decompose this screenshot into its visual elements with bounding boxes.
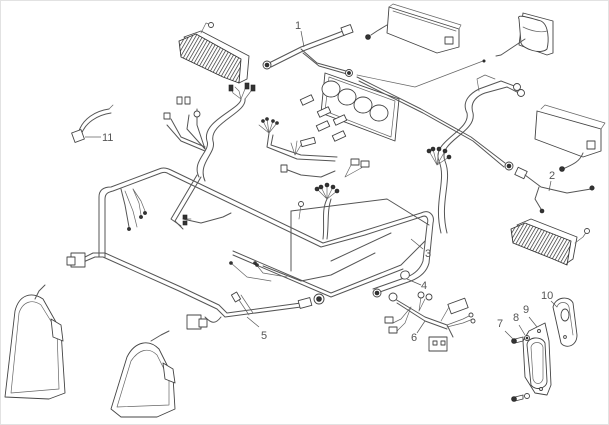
callout-5: 5 [246, 316, 267, 342]
light-bar-top-center [365, 3, 462, 54]
headlamp-top-right [495, 12, 554, 57]
callout-7: 7 [497, 318, 514, 340]
panel-left-harness [258, 117, 370, 178]
instrument-switch-panel [299, 72, 400, 142]
svg-text:10: 10 [541, 290, 553, 302]
svg-text:6: 6 [411, 332, 417, 344]
right-vertical-harness [437, 74, 525, 234]
svg-text:9: 9 [523, 304, 529, 316]
tail-lamp-left [4, 284, 66, 400]
central-connector-cluster [298, 182, 340, 240]
harness-11 [71, 104, 114, 143]
left-lower-harness [66, 252, 325, 330]
svg-text:1: 1 [295, 20, 301, 32]
callout-3: 3 [410, 238, 431, 260]
callout-8: 8 [513, 312, 526, 336]
callouts: 1 2 3 4 5 6 7 8 [85, 20, 558, 344]
light-bar-right-hatched [510, 218, 590, 266]
clip-4 [400, 270, 410, 280]
callout-6: 6 [411, 320, 426, 344]
callout-1: 1 [295, 20, 305, 48]
tail-lamp-center [110, 330, 176, 418]
screw-7 [511, 336, 524, 344]
svg-text:3: 3 [425, 248, 431, 260]
grommet-10 [552, 297, 578, 347]
switch-plugs [299, 94, 348, 142]
right-connector-cluster [426, 146, 452, 166]
svg-text:8: 8 [513, 312, 519, 324]
svg-text:2: 2 [549, 170, 555, 182]
antenna-cable [356, 60, 484, 88]
mount-plate-9 [522, 322, 552, 396]
light-bar-right [534, 104, 606, 172]
panel-trunk-cable [356, 76, 506, 164]
callout-2: 2 [548, 170, 555, 192]
callout-9: 9 [523, 304, 538, 328]
svg-text:7: 7 [497, 318, 503, 330]
harness-2 [514, 166, 595, 214]
left-frame-branches [120, 188, 232, 231]
svg-text:5: 5 [261, 330, 267, 342]
harness-1 [262, 24, 354, 77]
callout-4: 4 [406, 278, 427, 292]
harness-3-frame [98, 167, 434, 298]
callout-11: 11 [85, 132, 113, 144]
washer-8 [524, 335, 530, 341]
svg-text:11: 11 [102, 132, 113, 144]
switch-gauges [321, 80, 389, 122]
light-bar-top-left [178, 22, 250, 84]
harness-6 [384, 291, 476, 352]
svg-text:4: 4 [421, 280, 427, 292]
upper-left-harness [163, 82, 256, 182]
bottom-screw-washer [511, 393, 530, 402]
callout-10: 10 [541, 290, 558, 308]
